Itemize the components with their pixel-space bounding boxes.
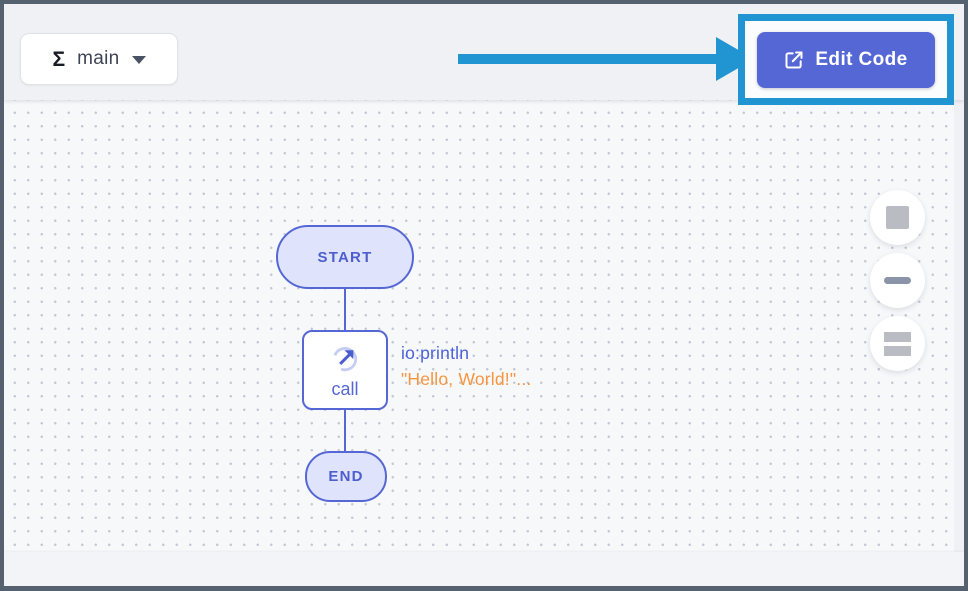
external-link-icon bbox=[784, 50, 804, 70]
start-node-label: START bbox=[317, 248, 373, 266]
call-icon bbox=[330, 343, 360, 378]
square-icon bbox=[886, 206, 909, 229]
call-expression[interactable]: io:println "Hello, World!"... bbox=[401, 343, 531, 390]
connector-start-to-call bbox=[344, 287, 346, 332]
editor-root: Σ main Edit Code bbox=[4, 4, 964, 586]
edit-code-label: Edit Code bbox=[815, 48, 908, 70]
start-node[interactable]: START bbox=[276, 225, 414, 289]
stacked-bars-icon bbox=[884, 331, 911, 356]
call-function-name: io:println bbox=[401, 343, 470, 363]
chevron-down-icon bbox=[131, 56, 146, 64]
end-node[interactable]: END bbox=[305, 451, 387, 502]
minus-icon bbox=[884, 277, 911, 284]
toolbar: Σ main Edit Code bbox=[4, 4, 964, 105]
call-node-label: call bbox=[331, 378, 359, 399]
diagram-canvas[interactable]: START call io:println "Hello, World!"... bbox=[4, 100, 964, 586]
edit-code-button[interactable]: Edit Code bbox=[757, 31, 935, 88]
sigma-icon: Σ bbox=[52, 47, 66, 71]
annotation-arrow-line bbox=[458, 54, 718, 64]
end-node-label: END bbox=[328, 468, 364, 485]
function-selector-dropdown[interactable]: Σ main bbox=[20, 33, 178, 85]
call-arguments: "Hello, World!"... bbox=[401, 369, 532, 389]
zoom-out-button[interactable] bbox=[870, 253, 925, 308]
annotation-highlight-box: Edit Code bbox=[738, 14, 954, 105]
call-node[interactable]: call bbox=[302, 330, 388, 410]
toggle-panel-button[interactable] bbox=[870, 316, 925, 371]
canvas-right-gutter bbox=[954, 100, 964, 552]
canvas-bottom-strip bbox=[4, 552, 964, 586]
fit-to-screen-button[interactable] bbox=[870, 190, 925, 245]
connector-call-to-end bbox=[344, 408, 346, 457]
function-selector-label: main bbox=[77, 48, 120, 69]
